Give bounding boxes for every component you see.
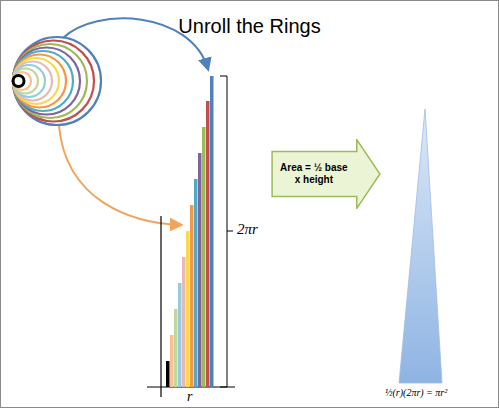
formula-arrow: Area = ½ base x height: [271, 139, 381, 209]
slide-title: Unroll the Rings: [1, 15, 498, 38]
axis-line: [160, 216, 161, 397]
arrow-shape: [272, 140, 380, 209]
height-bracket: [220, 76, 233, 387]
ring-set: [13, 37, 101, 125]
area-triangle: [399, 109, 442, 383]
bar-set: [166, 76, 214, 387]
height-label: 2πr: [237, 221, 258, 238]
formula-text: Area = ½ base x height: [277, 162, 351, 186]
unroll-arrow: [59, 126, 181, 225]
area-formula: ½(r)(2πr) = πr²: [385, 387, 447, 398]
base-label: r: [187, 389, 192, 405]
